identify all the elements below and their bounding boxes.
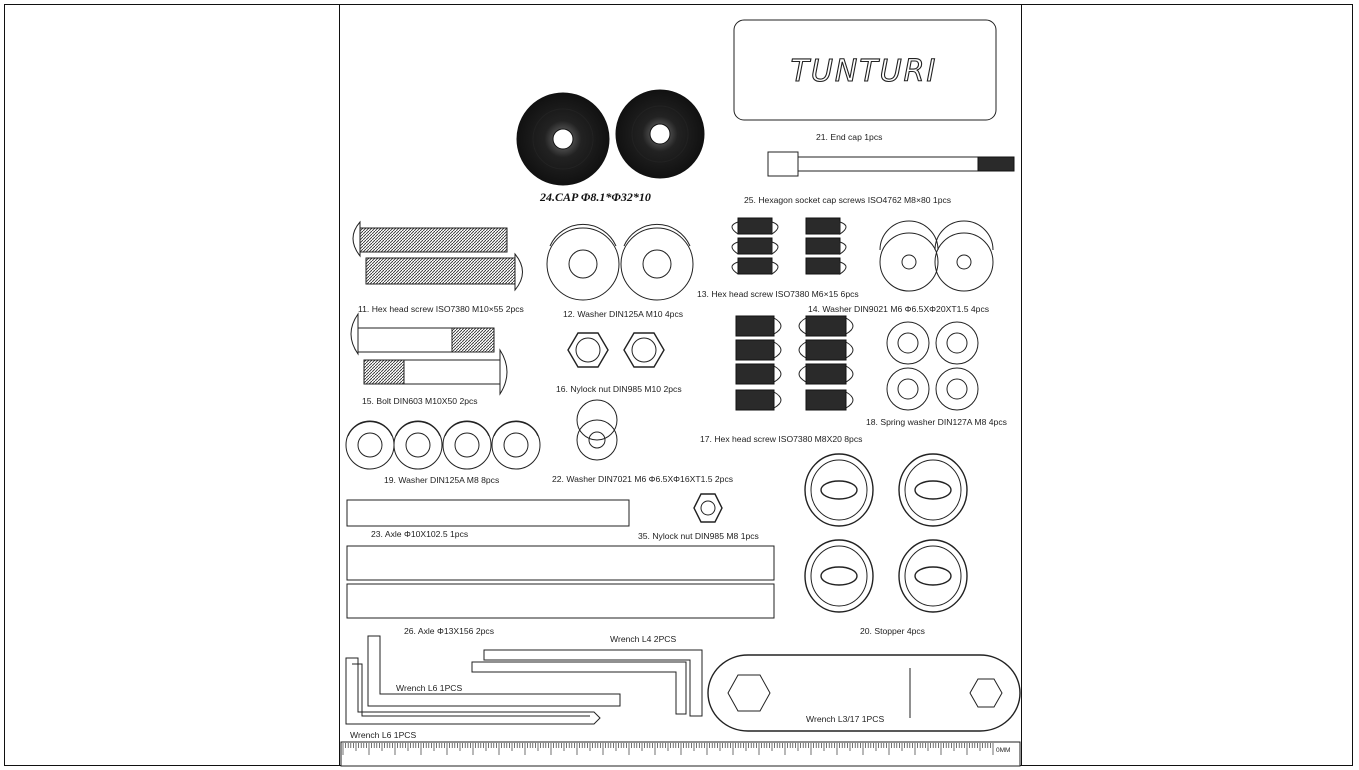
axle-13-2: [346, 583, 775, 619]
bolt-1: [350, 312, 495, 356]
washer-m6-7021-group: [576, 399, 618, 461]
wrench-l6-label-a: Wrench L6 1PCS: [396, 683, 463, 693]
brand-logo: TUNTURI: [791, 54, 938, 89]
axle-10-label: 23. Axle Φ10X102.5 1pcs: [371, 529, 468, 539]
washer-m8-group: [345, 420, 541, 470]
nylock-m8-label: 35. Nylock nut DIN985 M8 1pcs: [638, 531, 759, 541]
wrench-l6-2: [345, 657, 601, 725]
nylock-m10-label: 16. Nylock nut DIN985 M10 2pcs: [556, 384, 682, 394]
washer-m10-group: [546, 223, 694, 301]
nylock-m10-nuts: [567, 332, 665, 368]
axle-13-1: [346, 545, 775, 581]
hex-m6-label: 13. Hex head screw ISO7380 M6×15 6pcs: [697, 289, 859, 299]
stopper-group: [804, 453, 968, 613]
cap-part-1: [516, 92, 610, 186]
wrench-l317-label: Wrench L3/17 1PCS: [806, 714, 884, 724]
hex-m6-screws: [731, 217, 847, 275]
washer-m8-label: 19. Washer DIN125A M8 8pcs: [384, 475, 499, 485]
hex-socket-label: 25. Hexagon socket cap screws ISO4762 M8…: [744, 195, 951, 205]
spring-washer-group: [886, 321, 979, 411]
hex-m10-screw-2: [365, 252, 523, 292]
end-cap-label: 21. End cap 1pcs: [816, 132, 882, 142]
wrench-l6-1: [367, 635, 621, 707]
washer-m6-9021-label: 14. Washer DIN9021 M6 Φ6.5XΦ20XT1.5 4pcs: [808, 304, 989, 314]
washer-m6-9021-group: [879, 220, 994, 292]
hex-m8-screws: [735, 315, 854, 411]
hex-m10-label: 11. Hex head screw ISO7380 M10×55 2pcs: [358, 304, 524, 314]
hex-socket-screw: [767, 151, 1015, 177]
measuring-ruler: [340, 741, 1021, 767]
nylock-m8-nut: [693, 493, 723, 523]
wrench-l4-label: Wrench L4 2PCS: [610, 634, 677, 644]
parts-sheet: [339, 4, 1022, 766]
stopper-label: 20. Stopper 4pcs: [860, 626, 925, 636]
hex-m8-label: 17. Hex head screw ISO7380 M8X20 8pcs: [700, 434, 862, 444]
cap-label: 24.CAP Φ8.1*Φ32*10: [539, 190, 651, 204]
hex-m10-screw-1: [352, 220, 508, 258]
wrench-l6-label-b: Wrench L6 1PCS: [350, 730, 417, 740]
axle-13-label: 26. Axle Φ13X156 2pcs: [404, 626, 494, 636]
end-cap-logo-plate: TUNTURI: [733, 19, 997, 121]
wrench-l3-17: [707, 654, 1021, 732]
cap-part-2: [615, 89, 705, 179]
bolt-2: [363, 348, 508, 396]
washer-m10-label: 12. Washer DIN125A M10 4pcs: [563, 309, 683, 319]
bolt-label: 15. Bolt DIN603 M10X50 2pcs: [362, 396, 478, 406]
axle-10: [346, 499, 630, 527]
ruler-unit: 0MM: [996, 747, 1010, 754]
wrench-l4-pair: [471, 649, 703, 717]
spring-washer-label: 18. Spring washer DIN127A M8 4pcs: [866, 417, 1007, 427]
washer-m6-7021-label: 22. Washer DIN7021 M6 Φ6.5XΦ16XT1.5 2pcs: [552, 474, 733, 484]
